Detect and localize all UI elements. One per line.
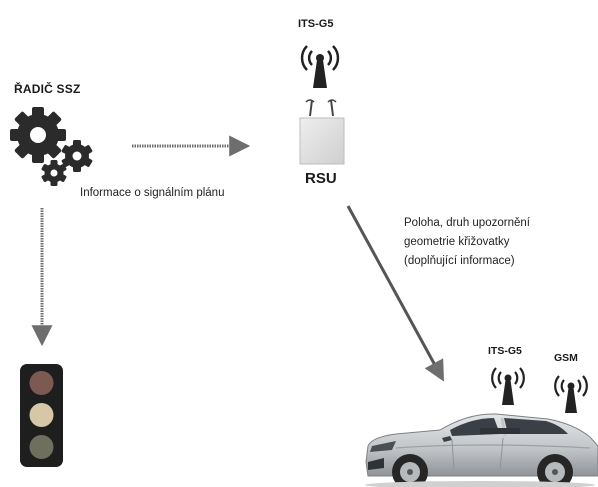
rsu-antenna-label: ITS-G5 bbox=[298, 18, 334, 30]
rsu-box-icon bbox=[299, 99, 345, 165]
vehicle-info-line: geometrie křižovatky bbox=[404, 236, 510, 248]
gears-icon bbox=[10, 107, 93, 186]
vehicle-its-label: ITS-G5 bbox=[488, 345, 522, 357]
arrow-rsu-to-vehicle bbox=[346, 205, 445, 382]
antenna-icon-rsu bbox=[300, 45, 340, 88]
rsu-label: RSU bbox=[305, 170, 337, 187]
vehicle-info-line: (doplňující informace) bbox=[404, 255, 515, 267]
vehicle-info-line: Poloha, druh upozornění bbox=[404, 217, 530, 229]
controller-label: ŘADIČ SSZ bbox=[14, 82, 81, 96]
vehicle-info-label: Poloha, druh upozornění geometrie křižov… bbox=[404, 214, 530, 271]
antenna-icon-vehicle-gsm bbox=[554, 375, 588, 413]
car-icon bbox=[365, 413, 598, 487]
antenna-icon-vehicle-its bbox=[491, 367, 525, 405]
signal-plan-label: Informace o signálním plánu bbox=[80, 187, 225, 199]
traffic-light-icon bbox=[20, 364, 63, 467]
vehicle-gsm-label: GSM bbox=[554, 352, 578, 364]
